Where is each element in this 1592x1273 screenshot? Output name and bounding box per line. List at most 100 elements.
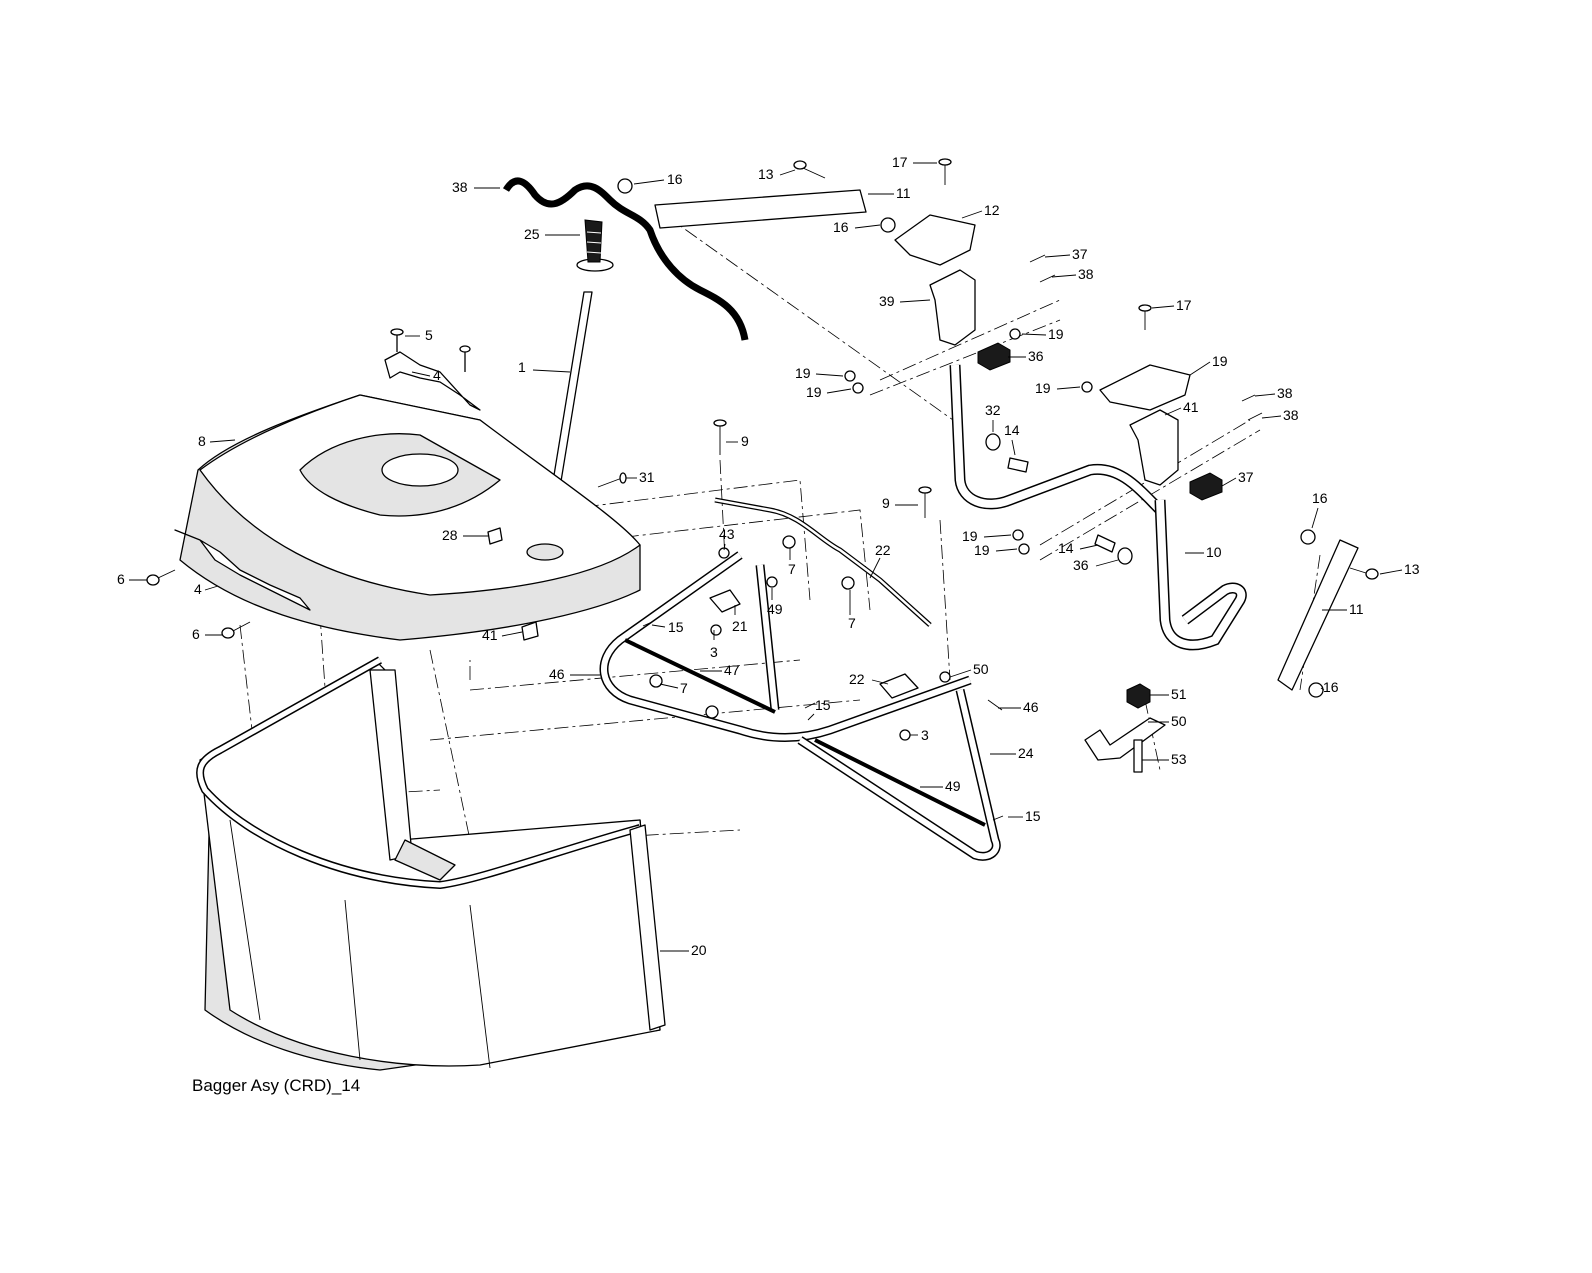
callout-20: 20 — [660, 942, 707, 958]
callout-number: 15 — [668, 619, 684, 635]
callout-43: 43 — [719, 526, 735, 551]
callout-leader — [1221, 477, 1237, 487]
callout-41: 41 — [482, 627, 523, 643]
callout-leader — [659, 683, 679, 689]
callout-number: 16 — [833, 219, 849, 235]
callout-9: 9 — [726, 433, 749, 449]
callout-38: 38 — [1261, 407, 1299, 423]
callout-7: 7 — [659, 680, 688, 696]
part-54-bolt — [1133, 739, 1143, 773]
callout-leader — [532, 369, 571, 373]
callout-leader — [1151, 305, 1175, 309]
part-51-hitch-plate — [1084, 717, 1166, 761]
part-43-spacer — [521, 621, 539, 641]
part-21-bag-bin — [196, 656, 666, 1071]
callout-19: 19 — [806, 384, 852, 400]
callout-number: 4 — [194, 581, 202, 597]
callout-10: 10 — [1185, 544, 1222, 560]
callout-number: 50 — [1171, 713, 1187, 729]
callout-16: 16 — [833, 219, 881, 235]
part-10-tube-mount — [949, 364, 1247, 651]
callout-number: 19 — [1212, 353, 1228, 369]
callout-number: 24 — [1018, 745, 1034, 761]
callout-16: 16 — [1311, 490, 1328, 529]
callout-number: 25 — [524, 226, 540, 242]
callout-leader — [209, 439, 236, 443]
callout-number: 41 — [482, 627, 498, 643]
callout-number: 36 — [1028, 348, 1044, 364]
callout-11: 11 — [868, 185, 911, 201]
callout-leader — [995, 548, 1018, 552]
callout-number: 16 — [1323, 679, 1339, 695]
callout-number: 19 — [962, 528, 978, 544]
callout-number: 22 — [849, 671, 865, 687]
callout-17: 17 — [1151, 297, 1192, 313]
callout-number: 7 — [680, 680, 688, 696]
callout-47: 47 — [700, 662, 740, 678]
callout-number: 28 — [442, 527, 458, 543]
callout-number: 7 — [848, 615, 856, 631]
callout-leader — [1095, 559, 1119, 567]
callout-9: 9 — [882, 495, 918, 511]
callout-number: 36 — [1073, 557, 1089, 573]
callout-21: 21 — [732, 605, 748, 634]
callout-19: 19 — [962, 528, 1012, 544]
callout-6: 6 — [192, 626, 222, 642]
callout-number: 39 — [879, 293, 895, 309]
callout-number: 19 — [974, 542, 990, 558]
callout-25: 25 — [524, 226, 580, 242]
part-11-arm-top — [654, 189, 867, 229]
callout-36: 36 — [1073, 557, 1119, 573]
callout-19: 19 — [1021, 326, 1064, 342]
callout-13: 13 — [758, 166, 796, 182]
callout-number: 31 — [639, 469, 655, 485]
callout-number: 13 — [1404, 561, 1420, 577]
callout-number: 15 — [815, 697, 831, 713]
callout-leader — [961, 210, 983, 219]
callout-53: 53 — [1142, 751, 1187, 767]
callout-19: 19 — [795, 365, 844, 381]
callout-16: 16 — [633, 171, 683, 187]
callout-leader — [1254, 393, 1276, 397]
callout-19: 19 — [1035, 380, 1081, 396]
callout-leader — [1051, 274, 1077, 278]
part-49-rod-right — [814, 738, 986, 827]
callout-leader — [1311, 507, 1319, 529]
callout-number: 17 — [1176, 297, 1192, 313]
callout-number: 13 — [758, 166, 774, 182]
callout-number: 17 — [892, 154, 908, 170]
callout-6: 6 — [117, 571, 147, 587]
callout-19: 19 — [1189, 353, 1228, 376]
callout-number: 20 — [691, 942, 707, 958]
callout-leader — [633, 179, 665, 185]
callout-leader — [807, 713, 815, 721]
part-41-bracket-lower — [1129, 409, 1179, 486]
callout-number: 12 — [984, 202, 1000, 218]
callout-leader — [826, 388, 852, 394]
callout-leader — [1189, 361, 1211, 376]
part-8-bagger-cover — [179, 394, 641, 641]
callout-leader — [411, 371, 431, 377]
callout-number: 38 — [1277, 385, 1293, 401]
callout-number: 10 — [1206, 544, 1222, 560]
part-41-bracket-upper — [929, 269, 976, 346]
callout-38: 38 — [1051, 266, 1094, 282]
callout-leader — [1021, 333, 1047, 336]
part-39-bent-rod — [502, 177, 749, 341]
callout-14: 14 — [1058, 540, 1099, 556]
callout-number: 9 — [882, 495, 890, 511]
part-20-bracket — [1099, 364, 1191, 411]
callout-number: 11 — [896, 185, 911, 201]
callout-15: 15 — [807, 697, 831, 721]
callout-number: 11 — [1349, 601, 1364, 617]
callout-leader — [723, 543, 726, 551]
callout-number: 6 — [192, 626, 200, 642]
part-4-handle-bottom — [174, 529, 311, 611]
callout-number: 32 — [985, 402, 1001, 418]
callout-49: 49 — [920, 778, 961, 794]
callout-number: 19 — [795, 365, 811, 381]
callout-36: 36 — [1008, 348, 1044, 364]
callout-number: 14 — [1004, 422, 1020, 438]
